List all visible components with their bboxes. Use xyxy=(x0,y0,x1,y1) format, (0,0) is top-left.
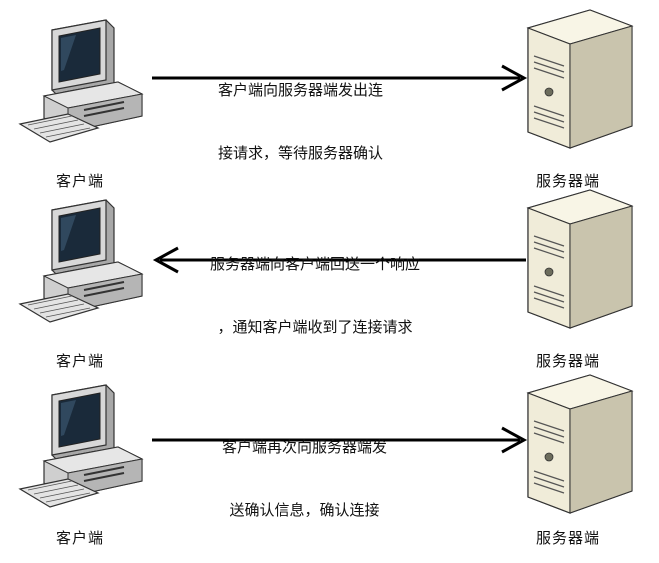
step-2-message-line-1: 服务器端向客户端回送一个响应 xyxy=(210,255,421,273)
client-computer-icon xyxy=(18,19,144,143)
step-3-message-line-1: 客户端再次向服务器端发 xyxy=(222,438,388,456)
client-label: 客户端 xyxy=(56,352,105,370)
step-3-message: 客户端再次向服务器端发 送确认信息，确认连接 xyxy=(222,395,387,563)
handshake-step-2: 服务器端向客户端回送一个响应 ，通知客户端收到了连接请求 客户端 服务器端 xyxy=(0,180,659,370)
client-label: 客户端 xyxy=(56,172,105,190)
step-1-message: 客户端向服务器端发出连 接请求，等待服务器确认 xyxy=(218,38,383,206)
response-arrow xyxy=(152,246,526,274)
server-icon xyxy=(526,9,634,149)
step-2-message-line-2: ，通知客户端收到了连接请求 xyxy=(217,318,413,336)
step-2-message: 服务器端向客户端回送一个响应 ，通知客户端收到了连接请求 xyxy=(210,212,420,380)
client-computer-icon xyxy=(18,384,144,508)
server-icon xyxy=(526,189,634,329)
step-1-message-line-2: 接请求，等待服务器确认 xyxy=(218,144,384,162)
server-label: 服务器端 xyxy=(536,172,601,190)
request-arrow xyxy=(152,64,528,92)
server-label: 服务器端 xyxy=(536,529,601,547)
ack-arrow xyxy=(152,426,528,454)
step-1-message-line-1: 客户端向服务器端发出连 xyxy=(218,81,384,99)
step-3-message-line-2: 送确认信息，确认连接 xyxy=(229,501,380,519)
client-computer-icon xyxy=(18,199,144,323)
server-label: 服务器端 xyxy=(536,352,601,370)
handshake-step-3: 客户端再次向服务器端发 送确认信息，确认连接 客户端 服务器端 xyxy=(0,365,659,550)
client-label: 客户端 xyxy=(56,529,105,547)
handshake-step-1: 客户端向服务器端发出连 接请求，等待服务器确认 客户端 服务器端 xyxy=(0,0,659,190)
server-icon xyxy=(526,374,634,514)
